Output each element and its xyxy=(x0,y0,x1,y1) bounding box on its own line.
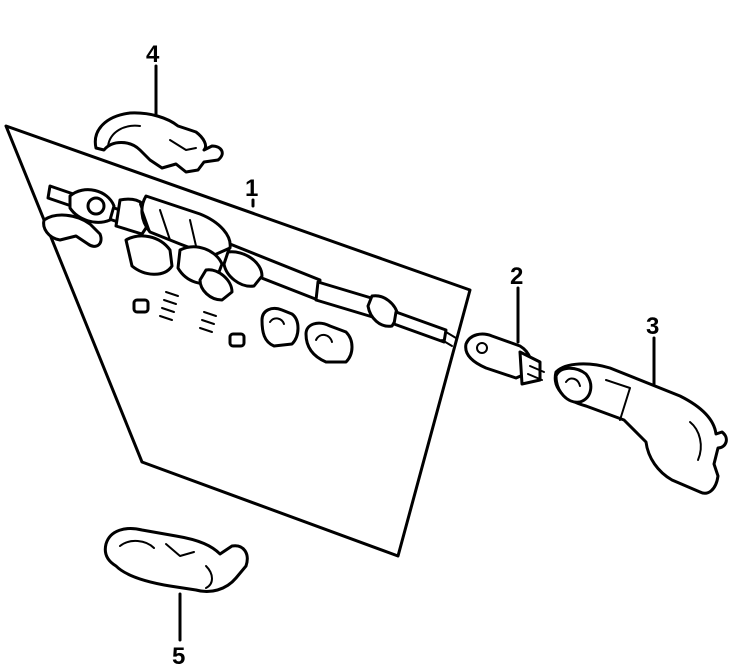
small-bushing-b xyxy=(228,332,246,348)
assembly-1-outline xyxy=(4,124,472,558)
upper-shroud-part[interactable] xyxy=(93,111,224,174)
spring-a xyxy=(159,291,179,321)
bearing-ring-a xyxy=(260,306,300,348)
callout-4-label: 4 xyxy=(146,41,160,68)
lower-shroud-part[interactable] xyxy=(103,527,249,593)
callout-4[interactable]: 4 xyxy=(146,41,160,126)
lower-column-cover-part[interactable] xyxy=(553,362,728,495)
callout-1[interactable]: 1 xyxy=(245,175,258,208)
steering-column-assembly[interactable] xyxy=(42,184,457,364)
small-bushing-a xyxy=(132,298,150,314)
callout-1-label: 1 xyxy=(245,175,258,202)
intermediate-shaft-coupler-part[interactable] xyxy=(464,332,545,386)
bearing-ring-b xyxy=(304,321,354,364)
callout-5[interactable]: 5 xyxy=(172,592,185,670)
callout-2-label: 2 xyxy=(510,263,523,290)
callout-3-label: 3 xyxy=(646,313,659,340)
callout-3[interactable]: 3 xyxy=(646,313,659,386)
callout-2[interactable]: 2 xyxy=(510,263,523,344)
callout-5-label: 5 xyxy=(172,643,185,670)
spring-b xyxy=(199,311,217,333)
